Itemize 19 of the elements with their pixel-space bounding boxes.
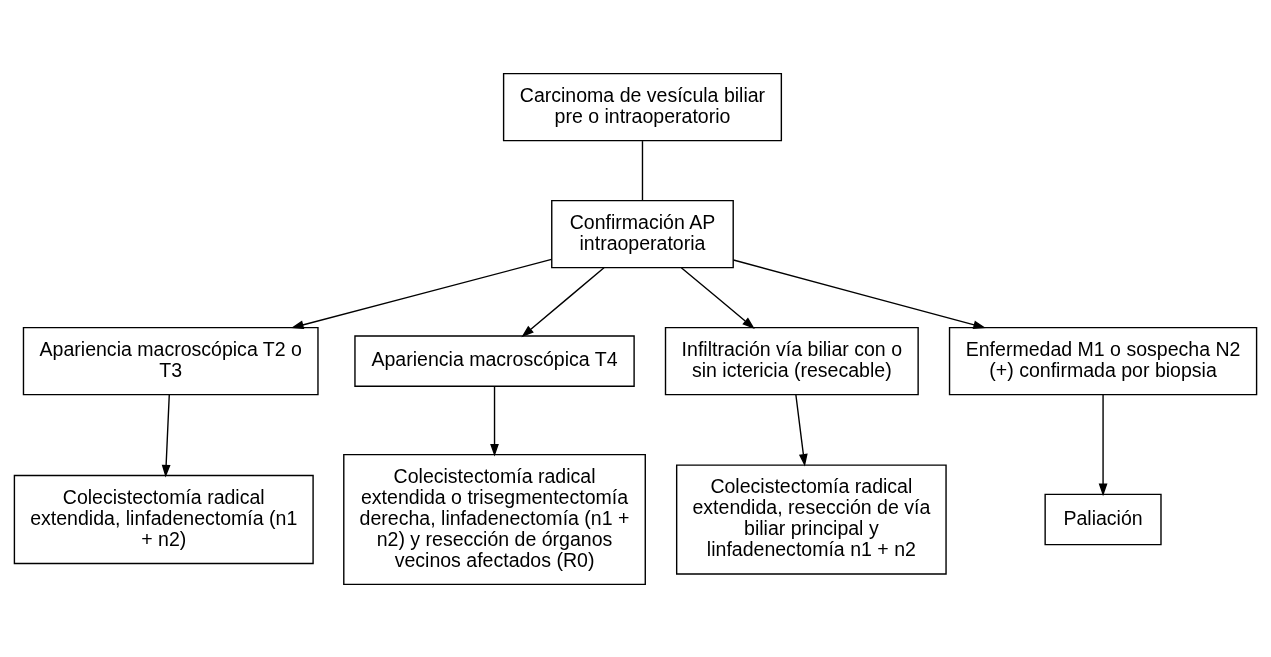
arrow	[490, 385, 499, 456]
connector	[641, 139, 644, 201]
node-box: Carcinoma de vesícula biliar pre o intraoperatorio	[502, 72, 783, 141]
arrow	[732, 258, 986, 329]
arrow	[291, 258, 553, 329]
node-box: Paliación	[1044, 493, 1162, 545]
node-box: Apariencia macroscópica T2 o T3	[22, 326, 319, 395]
node-box: Confirmación AP intraoperatoria	[551, 199, 734, 268]
arrow	[795, 393, 808, 467]
arrow	[1098, 393, 1108, 496]
node-box: Colecistectomía radical extendida, resección de vía biliar principal y linfadenectomía n1 + n2	[675, 463, 947, 575]
node-box: Infiltración vía biliar con o sin ictericia (resecable)	[664, 326, 919, 395]
node-box: Colecistectomía radical extendida, linfadenectomía (n1 + n2)	[13, 474, 314, 564]
node-box: Enfermedad M1 o sospecha N2 (+) confirmada por biopsia	[948, 326, 1258, 395]
arrow	[161, 393, 171, 477]
node-box: Apariencia macroscópica T4	[354, 334, 635, 387]
node-box: Colecistectomía radical extendida o trisegmentectomía derecha, linfadenectomía (n1 + n2) y resección de órganos vecinos afectados (R0)	[343, 453, 646, 585]
arrow	[521, 266, 605, 337]
arrow	[680, 266, 755, 329]
